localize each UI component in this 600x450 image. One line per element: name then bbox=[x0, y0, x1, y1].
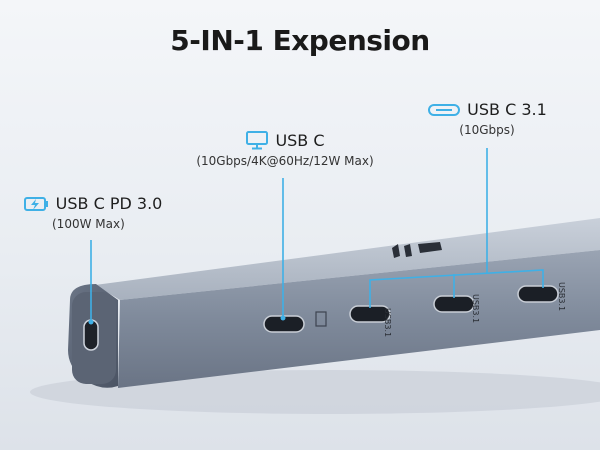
label-usbc31-name: USB C 3.1 bbox=[467, 100, 547, 119]
label-pd-name: USB C PD 3.0 bbox=[55, 194, 163, 213]
port-label-2: USB3.1 bbox=[471, 294, 480, 324]
battery-charging-icon bbox=[23, 196, 48, 211]
label-usbc-name: USB C bbox=[275, 130, 325, 150]
port-label-1: USB3.1 bbox=[383, 308, 392, 338]
usb-c-port-icon bbox=[428, 103, 461, 116]
label-pd-sub: (100W Max) bbox=[52, 217, 125, 231]
label-pd: USB C PD 3.0 (100W Max) bbox=[18, 194, 168, 231]
monitor-icon bbox=[246, 131, 269, 150]
port-label-3: USB3.1 bbox=[557, 282, 566, 312]
label-usbc31: USB C 3.1 (10Gbps) bbox=[424, 100, 550, 137]
usb-c31-port-3 bbox=[517, 285, 559, 303]
hub-top-face bbox=[95, 218, 600, 300]
label-usbc-sub: (10Gbps/4K@60Hz/12W Max) bbox=[196, 154, 374, 168]
callout-lines bbox=[90, 148, 544, 322]
label-usbc: USB C (10Gbps/4K@60Hz/12W Max) bbox=[180, 130, 390, 169]
brand-logo bbox=[392, 242, 442, 258]
page-title: 5-IN-1 Expension bbox=[170, 24, 430, 57]
display-indicator bbox=[315, 311, 327, 327]
usb-c31-port-2 bbox=[433, 295, 475, 313]
label-usbc31-sub: (10Gbps) bbox=[459, 123, 515, 137]
